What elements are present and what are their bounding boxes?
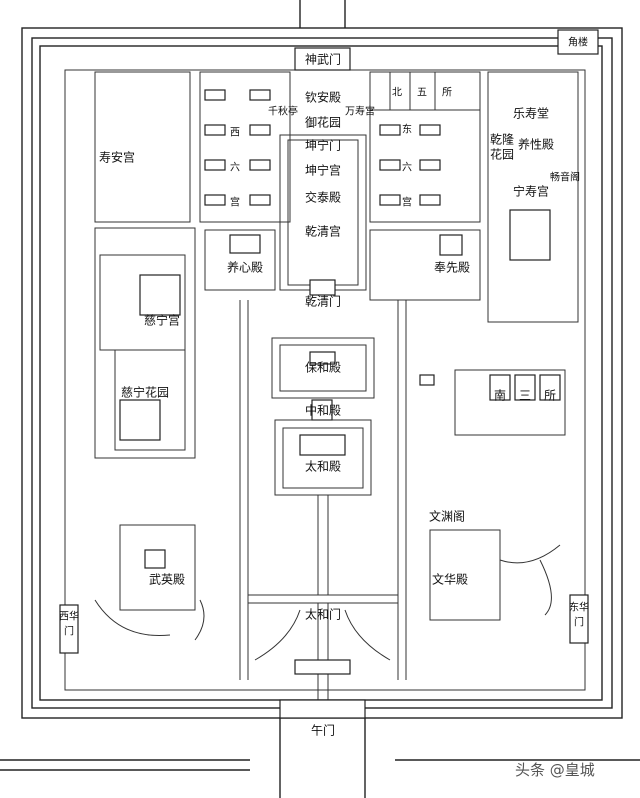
label-south-three-2: 三 xyxy=(519,389,531,403)
label-qinan-hall[interactable]: 钦安殿 xyxy=(305,90,341,105)
label-qianqing-gate[interactable]: 乾清门 xyxy=(305,294,341,309)
label-east-six-1: 东 xyxy=(402,123,412,136)
label-qianlong-garden-1[interactable]: 乾隆 xyxy=(490,132,514,147)
label-donghua-gate-2[interactable]: 门 xyxy=(574,616,584,629)
label-west-six-1: 西 xyxy=(230,128,240,139)
label-yangxing-hall[interactable]: 养性殿 xyxy=(518,137,554,152)
label-shenwu-gate[interactable]: 神武门 xyxy=(305,52,341,67)
label-north-five-2: 五 xyxy=(417,88,427,99)
label-north-five-3: 所 xyxy=(442,87,452,99)
label-cining-palace[interactable]: 慈宁宫 xyxy=(144,313,180,328)
central-axis xyxy=(59,47,589,719)
label-yangxin-hall[interactable]: 养心殿 xyxy=(227,260,263,275)
label-east-six-3: 宫 xyxy=(402,196,412,209)
label-jiaotai-hall[interactable]: 交泰殿 xyxy=(305,190,341,205)
corner-tower xyxy=(557,29,599,55)
label-xihua-gate-2[interactable]: 门 xyxy=(64,625,74,638)
label-kunning-gate[interactable]: 坤宁门 xyxy=(305,138,341,153)
label-kunning-palace[interactable]: 坤宁宫 xyxy=(305,163,341,178)
label-taihe-hall[interactable]: 太和殿 xyxy=(305,459,341,474)
label-meridian-gate[interactable]: 午门 xyxy=(311,723,335,738)
label-imperial-garden[interactable]: 御花园 xyxy=(305,115,341,130)
label-changyin-pavilion[interactable]: 畅音阁 xyxy=(550,171,580,184)
label-west-six-3: 宫 xyxy=(230,196,240,209)
label-south-three-3: 所 xyxy=(544,389,556,403)
label-cining-garden[interactable]: 慈宁花园 xyxy=(121,385,169,400)
label-xihua-gate-1[interactable]: 西华 xyxy=(59,610,79,623)
label-leshou-hall[interactable]: 乐寿堂 xyxy=(513,107,549,121)
inner-layout xyxy=(64,69,586,691)
label-wenyuan-pavilion[interactable]: 文渊阁 xyxy=(429,509,465,524)
label-wenhua-hall[interactable]: 文华殿 xyxy=(432,572,468,587)
label-corner-tower: 角楼 xyxy=(568,36,588,49)
label-wanshou-palace[interactable]: 万寿宫 xyxy=(345,105,375,118)
label-east-six-2: 六 xyxy=(402,162,412,174)
label-qianlong-garden-2[interactable]: 花园 xyxy=(490,147,514,162)
label-wuying-hall[interactable]: 武英殿 xyxy=(149,573,185,587)
label-zhonghe-hall[interactable]: 中和殿 xyxy=(305,403,341,418)
label-qianqiu-pavilion[interactable]: 千秋亭 xyxy=(268,105,298,118)
map-labels: 角楼 神武门 钦安殿 千秋亭 万寿宫 御花园 北 五 所 乐寿堂 西 六 宫 东… xyxy=(59,36,589,738)
label-south-three-1: 南 xyxy=(494,388,506,403)
label-west-six-2: 六 xyxy=(230,162,240,174)
label-shouan-palace[interactable]: 寿安宫 xyxy=(99,150,135,165)
label-baohe-hall[interactable]: 保和殿 xyxy=(305,361,341,375)
label-taihe-gate[interactable]: 太和门 xyxy=(305,607,341,622)
label-ningshou-palace[interactable]: 宁寿宫 xyxy=(513,184,549,199)
watermark: 头条 @皇城 xyxy=(515,761,595,779)
label-donghua-gate-1[interactable]: 东华 xyxy=(569,601,589,614)
label-north-five-1: 北 xyxy=(392,87,402,99)
label-qianqing-palace[interactable]: 乾清宫 xyxy=(305,224,341,239)
label-fengxian-hall[interactable]: 奉先殿 xyxy=(434,261,470,275)
